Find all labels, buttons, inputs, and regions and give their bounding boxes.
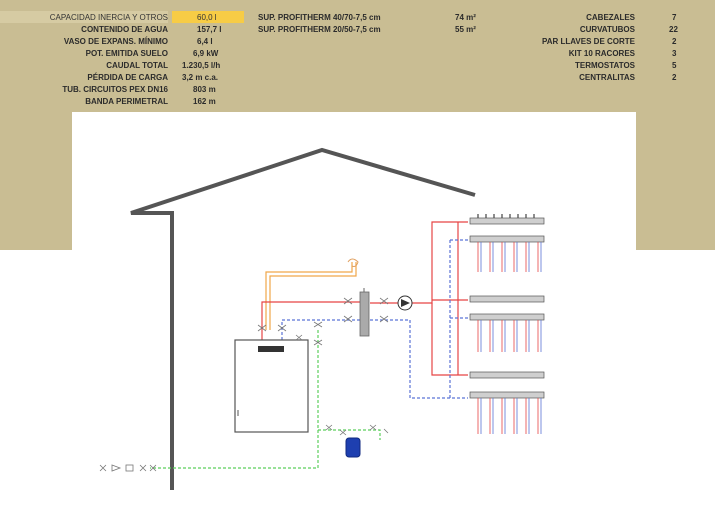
spec-value-cabezales: 7	[672, 13, 677, 22]
boiler	[234, 339, 309, 433]
expansion-vessel	[325, 424, 389, 458]
circulation-pump-icon	[397, 295, 413, 311]
spec-label-par-llaves: PAR LLAVES DE CORTE	[541, 37, 635, 46]
spec-label-banda-perimetral: BANDA PERIMETRAL	[85, 97, 168, 106]
spec-value-capacidad-inercia: 60,0 l	[197, 13, 217, 22]
spec-value-caudal-total: 1.230,5 l/h	[182, 61, 221, 70]
manifold-1	[469, 214, 545, 272]
spec-value-profitherm-40-70: 74 m²	[455, 13, 476, 22]
spec-value-vaso-expansion: 6,4 l	[197, 37, 213, 46]
spec-label-centralitas: CENTRALITAS	[579, 73, 635, 82]
spec-panel-left-margin	[0, 112, 72, 250]
spec-label-tub-circuitos: TUB. CIRCUITOS PEX DN16	[62, 85, 168, 94]
manifold-2	[469, 295, 545, 352]
flue-terminal-icon	[347, 258, 359, 267]
spec-label-curvatubos: CURVATUBOS	[579, 25, 635, 34]
return-pipe	[281, 239, 468, 399]
manifold-3	[469, 371, 545, 434]
spec-panel-right-margin	[636, 112, 715, 250]
spec-label-profitherm-40-70: SUP. PROFITHERM 40/70-7,5 cm	[258, 13, 381, 22]
spec-value-tub-circuitos: 803 m	[193, 85, 216, 94]
spec-value-contenido-agua: 157,7 l	[197, 25, 222, 34]
spec-value-pot-emitida: 6,9 kW	[193, 49, 219, 58]
spec-label-pot-emitida: POT. EMITIDA SUELO	[85, 49, 168, 58]
spec-value-profitherm-20-50: 55 m²	[455, 25, 476, 34]
house-outline	[130, 147, 476, 490]
spec-label-kit-racores: KIT 10 RACORES	[568, 49, 635, 58]
spec-label-cabezales: CABEZALES	[586, 13, 635, 22]
spec-label-perdida-carga: PÉRDIDA DE CARGA	[87, 73, 168, 82]
spec-value-centralitas: 2	[672, 73, 677, 82]
highlight-value-cell	[172, 11, 244, 23]
spec-label-caudal-total: CAUDAL TOTAL	[106, 61, 168, 70]
spec-value-banda-perimetral: 162 m	[193, 97, 216, 106]
spec-label-contenido-agua: CONTENIDO DE AGUA	[81, 25, 168, 34]
flue-pipe	[265, 262, 357, 330]
spec-value-curvatubos: 22	[669, 25, 678, 34]
hydraulic-separator	[343, 288, 389, 337]
spec-label-capacidad-inercia: CAPACIDAD INERCIA Y OTROS	[49, 13, 168, 22]
spec-value-par-llaves: 2	[672, 37, 677, 46]
cold-water-pipe	[150, 330, 381, 469]
spec-value-perdida-carga: 3,2 m c.a.	[182, 73, 219, 82]
boiler-valves	[257, 321, 323, 346]
water-inlet-fittings	[99, 464, 157, 472]
spec-label-vaso-expansion: VASO DE EXPANS. MÍNIMO	[63, 37, 168, 46]
spec-label-termostatos: TERMOSTATOS	[575, 61, 635, 70]
spec-value-termostatos: 5	[672, 61, 677, 70]
spec-value-kit-racores: 3	[672, 49, 677, 58]
spec-label-profitherm-20-50: SUP. PROFITHERM 20/50-7,5 cm	[258, 25, 381, 34]
highlight-label-cell	[0, 11, 168, 23]
